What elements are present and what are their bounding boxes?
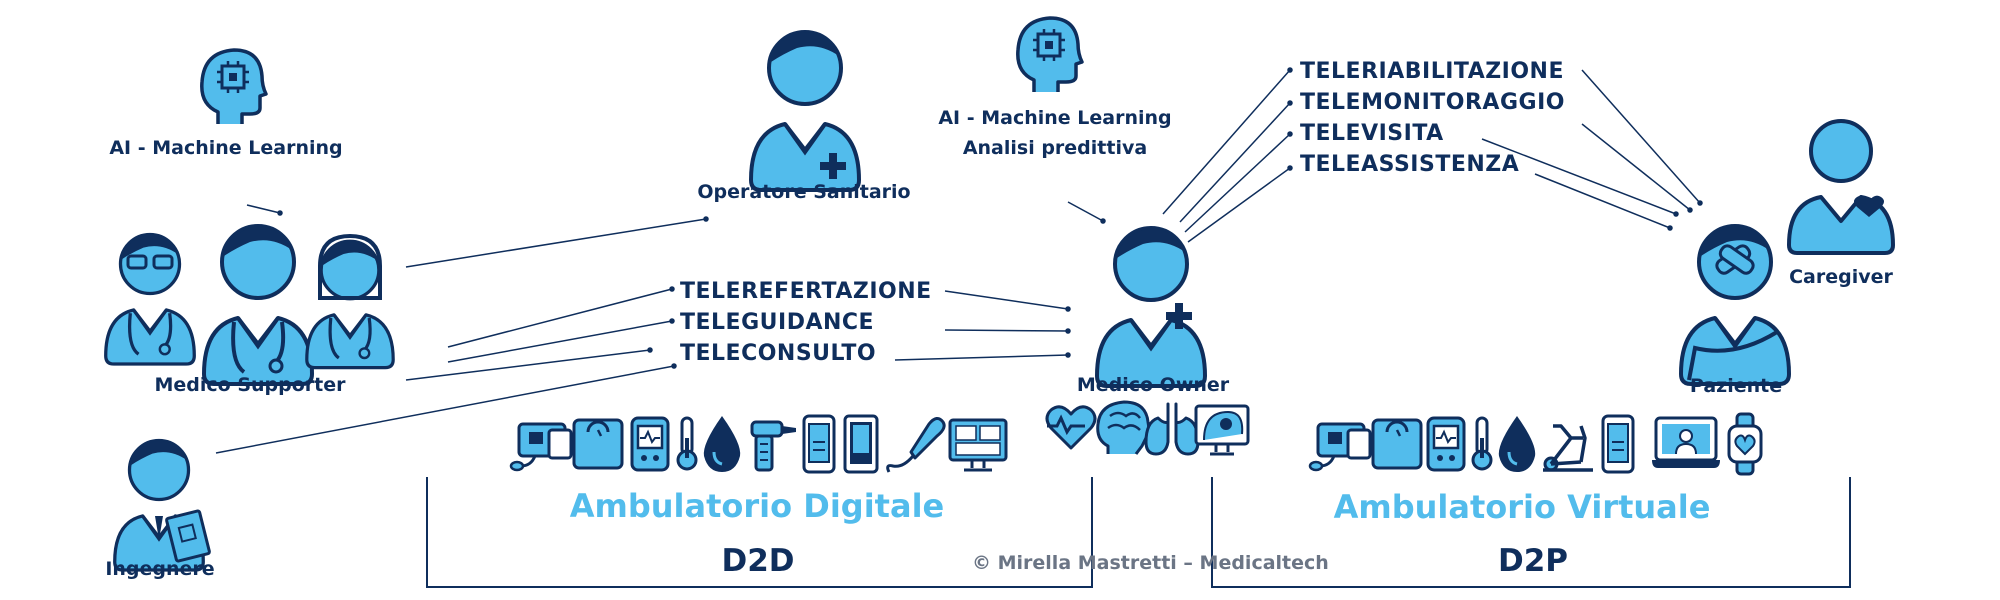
copyright: © Mirella Mastretti – Medicaltech xyxy=(972,552,1329,574)
otoscope-icon xyxy=(750,420,798,472)
medico-owner-label: Medico Owner xyxy=(1076,374,1230,396)
d2d-label: D2D xyxy=(721,543,795,579)
service-teleriabilitazione: TELERIABILITAZIONE xyxy=(1300,59,1564,84)
blood-drop-icon xyxy=(702,414,742,474)
operatore-icon xyxy=(749,30,861,192)
ai-head-icon xyxy=(1016,16,1084,94)
medico-supporter-label: Medico Supporter xyxy=(154,374,346,396)
service-telemonitoraggio: TELEMONITORAGGIO xyxy=(1300,90,1565,115)
scale-icon xyxy=(572,418,624,470)
service-televisita: TELEVISITA xyxy=(1300,121,1444,146)
service-telerefertazione: TELEREFERTAZIONE xyxy=(680,279,932,304)
ai-left-label: AI - Machine Learning xyxy=(109,137,343,159)
scale-icon xyxy=(1371,418,1423,470)
ai-center-label-line1: AI - Machine Learning xyxy=(938,107,1172,129)
ultrasound-probe-icon xyxy=(886,416,946,474)
connector-lines xyxy=(215,67,1703,454)
operatore-label: Operatore Sanitario xyxy=(697,181,911,203)
exercise-bike-icon xyxy=(1541,424,1595,472)
ambulatorio-digitale-title: Ambulatorio Digitale xyxy=(569,487,945,525)
heart-rate-icon xyxy=(1045,405,1097,450)
blood-pressure-monitor-icon xyxy=(1308,422,1372,472)
thermometer-icon xyxy=(1471,416,1493,471)
ambulatorio-virtuale-title: Ambulatorio Virtuale xyxy=(1333,488,1711,526)
doctor-glasses-icon xyxy=(104,232,196,366)
caregiver-label: Caregiver xyxy=(1789,266,1893,288)
ai-head-icon xyxy=(200,48,268,126)
bracket-d2d xyxy=(426,477,1093,588)
service-teleconsulto: TELECONSULTO xyxy=(680,341,877,366)
smartwatch-icon xyxy=(1727,412,1763,476)
fetus-monitor-icon xyxy=(1194,404,1250,456)
caregiver-icon xyxy=(1787,119,1895,255)
paziente-label: Paziente xyxy=(1689,375,1783,397)
blood-drop-icon xyxy=(1497,414,1537,474)
ecg-monitor-icon xyxy=(1426,416,1466,472)
ecg-monitor-icon xyxy=(630,416,670,472)
paziente-icon xyxy=(1679,224,1791,386)
ingegnere-icon xyxy=(113,438,211,572)
monitor-icon xyxy=(948,418,1008,472)
smartphone-icon xyxy=(1601,414,1635,474)
tablet-icon xyxy=(843,414,879,474)
doctor-icon xyxy=(202,224,314,386)
smartphone-icon xyxy=(802,414,836,474)
ai-center-label-line2: Analisi predittiva xyxy=(962,137,1148,159)
brain-icon xyxy=(1096,400,1151,456)
bracket-d2p xyxy=(1211,477,1851,588)
doctor-female-icon xyxy=(305,233,395,370)
ingegnere-label: Ingegnere xyxy=(105,558,215,580)
laptop-doctor-icon xyxy=(1650,416,1722,470)
d2p-label: D2P xyxy=(1497,543,1569,579)
service-teleguidance: TELEGUIDANCE xyxy=(680,310,875,335)
lungs-icon xyxy=(1144,402,1200,456)
blood-pressure-monitor-icon xyxy=(509,422,573,472)
thermometer-icon xyxy=(676,416,698,471)
medico-owner-icon xyxy=(1095,226,1207,388)
service-teleassistenza: TELEASSISTENZA xyxy=(1300,152,1520,177)
